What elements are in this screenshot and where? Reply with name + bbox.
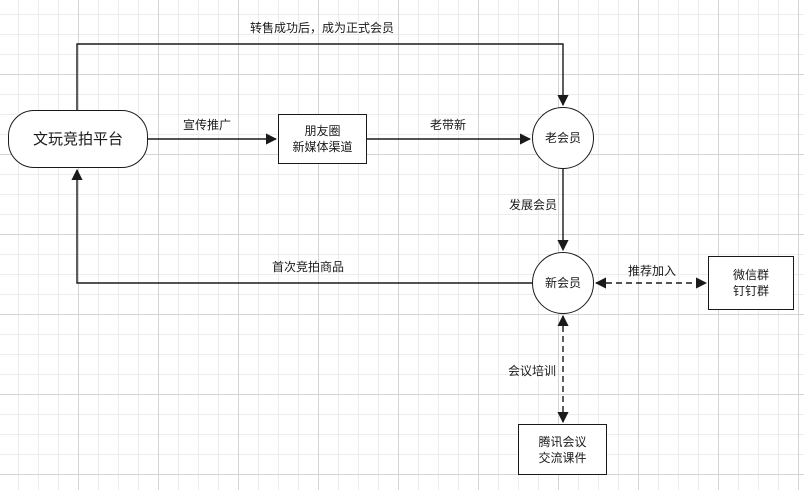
label-first-bid: 首次竞拍商品 [272, 260, 345, 274]
meeting-line-2: 交流课件 [538, 450, 587, 465]
edge-first-bid [71, 168, 532, 284]
group-chat-line-2: 钉钉群 [732, 284, 769, 298]
label-old-brings-new: 老带新 [430, 118, 467, 132]
platform-node[interactable]: 文玩竞拍平台 [8, 110, 148, 168]
media-line-2: 新媒体渠道 [292, 140, 353, 154]
meeting-line-1: 腾讯会议 [538, 434, 587, 449]
media-channel-node[interactable]: 朋友圈 新媒体渠道 [278, 114, 367, 164]
group-chat-node[interactable]: 微信群 钉钉群 [708, 256, 794, 310]
new-member-label: 新会员 [544, 276, 581, 290]
label-training: 会议培训 [508, 364, 557, 378]
label-develop: 发展会员 [509, 198, 558, 212]
new-member-node[interactable]: 新会员 [532, 252, 594, 314]
edge-top-loop [76, 43, 569, 110]
media-line-1: 朋友圈 [304, 124, 341, 138]
label-top-loop: 转售成功后，成为正式会员 [250, 21, 395, 35]
old-member-node[interactable]: 老会员 [532, 107, 594, 169]
old-member-label: 老会员 [544, 131, 581, 145]
label-promote: 宣传推广 [183, 118, 232, 132]
meeting-node[interactable]: 腾讯会议 交流课件 [518, 424, 607, 475]
platform-label: 文玩竞拍平台 [32, 130, 123, 148]
group-chat-line-1: 微信群 [732, 268, 769, 282]
label-recommend: 推荐加入 [628, 264, 677, 278]
